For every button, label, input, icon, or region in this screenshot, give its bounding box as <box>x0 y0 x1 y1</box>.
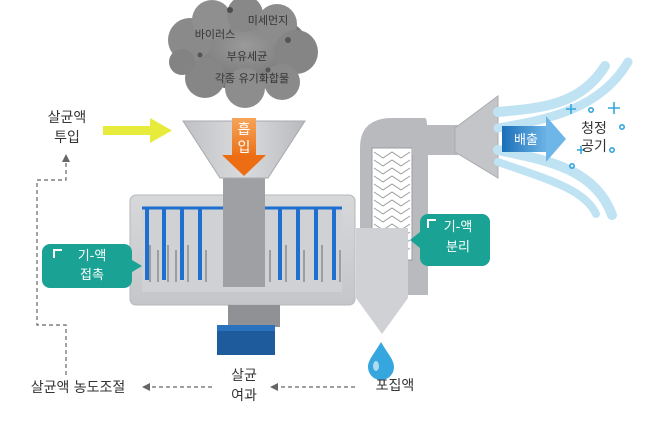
sparkle-icons <box>566 102 625 170</box>
inlet-label-line1: 살균액 <box>48 110 87 126</box>
filter-base <box>217 305 280 355</box>
central-pipe <box>223 175 265 287</box>
clean-air-streams <box>493 57 633 220</box>
collected-liquid-label: 포집액 <box>376 378 415 394</box>
contact-badge <box>42 244 142 288</box>
contact-badge-line1: 기-액 <box>78 249 107 264</box>
flow-arrowheads <box>62 154 278 391</box>
exhaust-label: 배출 <box>514 133 538 148</box>
outlet-horn <box>454 95 499 179</box>
separation-badge <box>410 214 490 266</box>
filtration-label-line2: 여과 <box>231 388 257 404</box>
liquid-surface-lines <box>149 245 341 282</box>
filtration-label-line1: 살균 <box>231 368 257 384</box>
separator-column <box>356 118 458 334</box>
smoke-label-fine-dust: 미세먼지 <box>248 14 288 27</box>
spray-tubes <box>142 206 342 280</box>
exhaust-arrow <box>502 116 566 162</box>
recycle-flow-arrows <box>36 160 355 388</box>
smoke-label-virus: 바이러스 <box>195 28 235 41</box>
inlet-label-line2: 투입 <box>54 130 80 146</box>
pollutant-cloud <box>168 0 318 108</box>
inlet-arrow <box>103 118 172 143</box>
clean-air-label-line1: 청정 <box>581 121 607 137</box>
smoke-label-bacteria: 부유세균 <box>227 50 267 63</box>
suction-label-char1: 흡 <box>238 122 251 138</box>
suction-label-char2: 입 <box>238 140 251 156</box>
separation-badge-line2: 분리 <box>446 240 470 255</box>
suction-arrow <box>222 118 266 176</box>
clean-air-label-line2: 공기 <box>581 139 607 155</box>
smoke-label-organic-compounds: 각종 유기화합물 <box>215 72 289 85</box>
separation-badge-line1: 기-액 <box>444 220 473 235</box>
concentration-control-label: 살균액 농도조절 <box>31 380 126 396</box>
contact-badge-line2: 접촉 <box>80 268 104 283</box>
droplet-icon <box>368 342 394 380</box>
